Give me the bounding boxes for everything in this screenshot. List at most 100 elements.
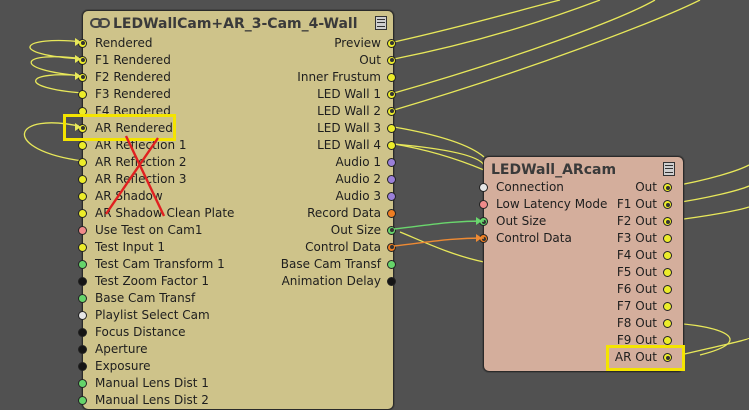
- port-dot[interactable]: [663, 336, 672, 345]
- port-dot[interactable]: [387, 157, 396, 167]
- led-in-port-ar-reflection-3[interactable]: AR Reflection 3: [78, 171, 187, 188]
- led-in-port-f1-rendered[interactable]: F1 Rendered: [78, 52, 171, 69]
- port-dot[interactable]: [387, 55, 396, 65]
- led-out-port-control-data[interactable]: Control Data: [305, 239, 396, 256]
- led-out-port-preview[interactable]: Preview: [334, 35, 396, 52]
- port-dot[interactable]: [387, 89, 396, 99]
- port-dot[interactable]: [78, 72, 87, 82]
- led-out-port-led-wall-2[interactable]: LED Wall 2: [317, 103, 396, 120]
- port-dot[interactable]: [78, 276, 87, 286]
- port-dot[interactable]: [78, 378, 87, 388]
- port-dot[interactable]: [387, 38, 396, 48]
- led-in-port-base-cam-transf[interactable]: Base Cam Transf: [78, 290, 195, 307]
- port-dot[interactable]: [663, 302, 672, 311]
- led-in-port-f2-rendered[interactable]: F2 Rendered: [78, 69, 171, 86]
- port-dot[interactable]: [387, 140, 396, 150]
- port-dot[interactable]: [78, 293, 87, 303]
- led-out-port-animation-delay[interactable]: Animation Delay: [282, 273, 396, 290]
- port-dot[interactable]: [78, 89, 87, 99]
- port-dot[interactable]: [78, 174, 87, 184]
- node-menu-icon[interactable]: [375, 16, 387, 30]
- led-out-port-base-cam-transf[interactable]: Base Cam Transf: [281, 256, 396, 273]
- led-in-port-rendered[interactable]: Rendered: [78, 35, 152, 52]
- ar-in-port-connection[interactable]: Connection: [479, 179, 564, 196]
- led-out-port-record-data[interactable]: Record Data: [307, 205, 396, 222]
- led-in-port-manual-lens-dist-2[interactable]: Manual Lens Dist 2: [78, 392, 209, 409]
- ar-in-port-out-size[interactable]: Out Size: [479, 213, 546, 230]
- led-out-port-led-wall-4[interactable]: LED Wall 4: [317, 137, 396, 154]
- port-dot[interactable]: [663, 285, 672, 294]
- port-dot[interactable]: [78, 157, 87, 167]
- led-out-port-out[interactable]: Out: [359, 52, 396, 69]
- port-dot[interactable]: [663, 251, 672, 260]
- led-out-port-led-wall-3[interactable]: LED Wall 3: [317, 120, 396, 137]
- port-dot[interactable]: [78, 327, 87, 337]
- led-in-port-test-zoom-factor-1[interactable]: Test Zoom Factor 1: [78, 273, 209, 290]
- ar-out-port-f1-out[interactable]: F1 Out: [617, 196, 672, 213]
- port-dot[interactable]: [479, 217, 488, 226]
- ar-out-port-f2-out[interactable]: F2 Out: [617, 213, 672, 230]
- port-dot[interactable]: [387, 191, 396, 201]
- led-in-port-playlist-select-cam[interactable]: Playlist Select Cam: [78, 307, 210, 324]
- port-label: F7 Out: [616, 299, 657, 313]
- port-dot[interactable]: [663, 217, 672, 226]
- port-dot[interactable]: [78, 259, 87, 269]
- ar-out-port-f5-out[interactable]: F5 Out: [617, 264, 672, 281]
- port-dot[interactable]: [78, 140, 87, 150]
- ar-in-port-control-data[interactable]: Control Data: [479, 230, 572, 247]
- led-in-port-ar-shadow-clean-plate[interactable]: AR Shadow Clean Plate: [78, 205, 234, 222]
- led-in-port-test-cam-transform-1[interactable]: Test Cam Transform 1: [78, 256, 225, 273]
- port-dot[interactable]: [78, 395, 87, 405]
- port-dot[interactable]: [387, 259, 396, 269]
- port-dot[interactable]: [78, 361, 87, 371]
- port-dot[interactable]: [387, 208, 396, 218]
- port-dot[interactable]: [479, 200, 488, 209]
- port-dot[interactable]: [387, 225, 396, 235]
- port-dot[interactable]: [78, 344, 87, 354]
- port-dot[interactable]: [663, 268, 672, 277]
- ar-out-port-f6-out[interactable]: F6 Out: [617, 281, 672, 298]
- port-dot[interactable]: [479, 183, 488, 192]
- led-out-port-audio-3[interactable]: Audio 3: [335, 188, 396, 205]
- led-in-port-exposure[interactable]: Exposure: [78, 358, 151, 375]
- port-dot[interactable]: [663, 200, 672, 209]
- led-in-port-use-test-on-cam1[interactable]: Use Test on Cam1: [78, 222, 203, 239]
- ar-out-port-f4-out[interactable]: F4 Out: [617, 247, 672, 264]
- port-dot[interactable]: [387, 276, 396, 286]
- ar-out-port-out[interactable]: Out: [635, 179, 672, 196]
- port-dot[interactable]: [387, 174, 396, 184]
- port-dot[interactable]: [663, 234, 672, 243]
- port-dot[interactable]: [78, 38, 87, 48]
- port-dot[interactable]: [663, 183, 672, 192]
- port-dot[interactable]: [387, 242, 396, 252]
- port-dot[interactable]: [387, 72, 396, 82]
- led-in-port-f3-rendered[interactable]: F3 Rendered: [78, 86, 171, 103]
- port-dot[interactable]: [78, 225, 87, 235]
- led-in-port-ar-shadow[interactable]: AR Shadow: [78, 188, 163, 205]
- led-out-port-out-size[interactable]: Out Size: [331, 222, 396, 239]
- port-dot[interactable]: [479, 234, 488, 243]
- ar-out-port-f8-out[interactable]: F8 Out: [617, 315, 672, 332]
- ar-in-port-low-latency-mode[interactable]: Low Latency Mode: [479, 196, 607, 213]
- led-out-port-inner-frustum[interactable]: Inner Frustum: [297, 69, 396, 86]
- port-dot[interactable]: [78, 242, 87, 252]
- port-dot[interactable]: [387, 106, 396, 116]
- port-dot[interactable]: [387, 123, 396, 133]
- led-out-port-audio-1[interactable]: Audio 1: [335, 154, 396, 171]
- ar-out-port-f7-out[interactable]: F7 Out: [616, 298, 672, 315]
- port-dot[interactable]: [78, 191, 87, 201]
- port-dot[interactable]: [663, 319, 672, 328]
- led-in-port-manual-lens-dist-1[interactable]: Manual Lens Dist 1: [78, 375, 209, 392]
- led-out-port-audio-2[interactable]: Audio 2: [335, 171, 396, 188]
- led-in-port-focus-distance[interactable]: Focus Distance: [78, 324, 186, 341]
- port-dot[interactable]: [78, 310, 87, 320]
- port-dot[interactable]: [78, 208, 87, 218]
- ar-out-port-f3-out[interactable]: F3 Out: [617, 230, 672, 247]
- port-dot[interactable]: [78, 55, 87, 65]
- led-in-port-aperture[interactable]: Aperture: [78, 341, 148, 358]
- led-in-port-test-input-1[interactable]: Test Input 1: [78, 239, 165, 256]
- led-out-port-led-wall-1[interactable]: LED Wall 1: [317, 86, 396, 103]
- node-menu-icon[interactable]: [663, 162, 675, 176]
